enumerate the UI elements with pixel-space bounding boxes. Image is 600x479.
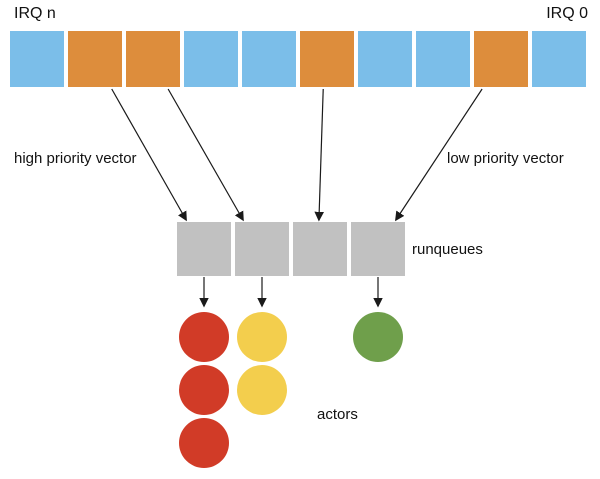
runqueue-cell bbox=[351, 222, 405, 276]
irq-cell-orange bbox=[126, 31, 180, 87]
actor-circle-yellow bbox=[237, 312, 287, 362]
vector-arrow-mid bbox=[314, 88, 324, 222]
irq-cell-orange bbox=[474, 31, 528, 87]
irq-0-label: IRQ 0 bbox=[546, 5, 588, 22]
actor-circle-yellow bbox=[237, 365, 287, 415]
irq-cell-orange bbox=[300, 31, 354, 87]
runqueues-label: runqueues bbox=[412, 241, 483, 258]
irq-n-label: IRQ n bbox=[14, 5, 56, 22]
irq-cell-blue bbox=[532, 31, 586, 87]
runqueue-cell bbox=[177, 222, 231, 276]
high-priority-vector-label: high priority vector bbox=[14, 150, 137, 167]
actor-circle-green bbox=[353, 312, 403, 362]
irq-cell-blue bbox=[184, 31, 238, 87]
irq-cell-blue bbox=[10, 31, 64, 87]
low-priority-vector-label: low priority vector bbox=[447, 150, 564, 167]
actors-label: actors bbox=[317, 406, 358, 423]
actor-circle-red bbox=[179, 418, 229, 468]
irq-cell-blue bbox=[416, 31, 470, 87]
actor-circle-red bbox=[179, 312, 229, 362]
runqueue-cell bbox=[235, 222, 289, 276]
irq-cell-orange bbox=[68, 31, 122, 87]
irq-cell-blue bbox=[242, 31, 296, 87]
irq-cell-blue bbox=[358, 31, 412, 87]
actor-circle-red bbox=[179, 365, 229, 415]
runqueue-cell bbox=[293, 222, 347, 276]
vector-arrow-high bbox=[167, 88, 244, 222]
